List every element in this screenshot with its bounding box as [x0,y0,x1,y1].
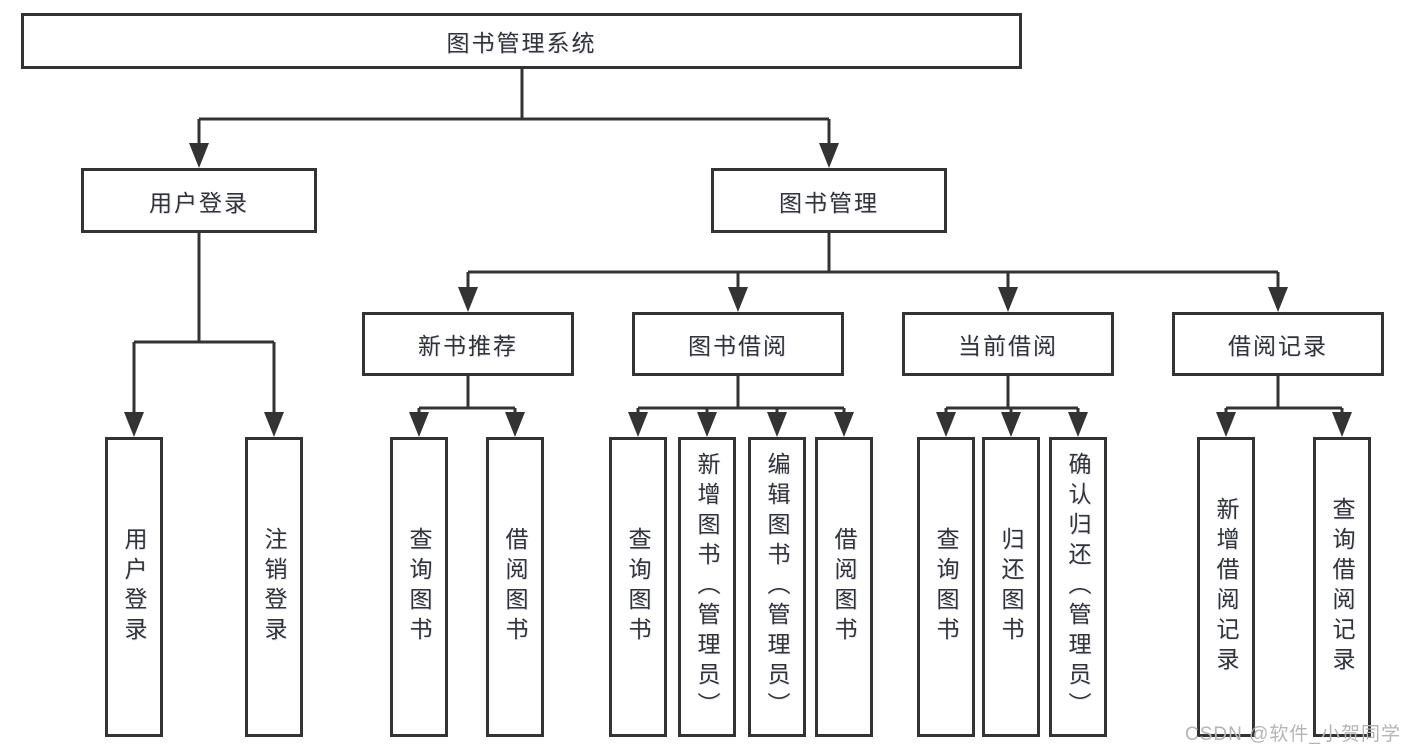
node-label: 图书管理 [779,189,879,216]
arrow-down-icon [628,412,648,437]
node-library-management-system: 图书管理系统 [21,13,1022,69]
arrow-down-icon [1001,412,1021,437]
arrow-down-icon [767,412,787,437]
leaf-edit-books-admin: 编辑图书（管理员） [748,437,806,737]
arrow-down-icon [409,412,429,437]
arrow-down-icon [834,412,854,437]
arrow-down-icon [505,412,525,437]
arrow-down-icon [189,143,209,168]
leaf-label: 归还图书 [998,527,1024,647]
leaf-borrow-books-borrowing: 借阅图书 [815,437,873,737]
node-new-book-recommendation: 新书推荐 [362,312,574,376]
leaf-label: 借阅图书 [831,527,857,647]
leaf-borrow-books-recommend: 借阅图书 [486,437,544,737]
arrow-down-icon [458,287,478,312]
leaf-return-books: 归还图书 [982,437,1040,737]
node-current-borrowing: 当前借阅 [902,312,1114,376]
leaf-query-books-recommend: 查询图书 [390,437,448,737]
leaf-label: 用户登录 [121,527,147,647]
node-book-management: 图书管理 [711,168,947,233]
leaf-add-borrow-record: 新增借阅记录 [1197,437,1255,737]
arrow-down-icon [697,412,717,437]
leaf-label: 查询借阅记录 [1329,497,1355,677]
node-label: 图书借阅 [688,333,788,359]
node-label: 新书推荐 [418,333,518,359]
leaf-query-borrow-record: 查询借阅记录 [1313,437,1371,737]
leaf-label: 新增借阅记录 [1213,497,1239,677]
arrow-down-icon [936,412,956,437]
arrow-down-icon [998,287,1018,312]
leaf-label: 确认归还（管理员） [1065,452,1091,722]
leaf-label: 编辑图书（管理员） [764,452,790,722]
arrow-down-icon [1268,287,1288,312]
leaf-query-books-borrowing: 查询图书 [609,437,667,737]
arrow-down-icon [728,287,748,312]
node-user-login: 用户登录 [81,168,317,233]
leaf-label: 查询图书 [625,527,651,647]
leaf-label: 新增图书（管理员） [694,452,720,722]
arrow-down-icon [264,412,284,437]
node-label: 用户登录 [149,189,249,216]
arrow-down-icon [124,412,144,437]
leaf-label: 查询图书 [933,527,959,647]
arrowheads [124,143,1352,437]
arrow-down-icon [1216,412,1236,437]
node-label: 图书管理系统 [446,30,597,56]
leaf-user-login: 用户登录 [105,437,163,737]
leaf-add-books-admin: 新增图书（管理员） [678,437,736,737]
node-label: 当前借阅 [958,333,1058,359]
arrow-down-icon [1332,412,1352,437]
node-book-borrowing: 图书借阅 [632,312,844,376]
arrow-down-icon [1068,412,1088,437]
leaf-query-books-current: 查询图书 [917,437,975,737]
node-borrowing-records: 借阅记录 [1172,312,1384,376]
arrow-down-icon [819,143,839,168]
leaf-label: 查询图书 [406,527,432,647]
csdn-watermark: CSDN @软件_小贺同学 [1185,724,1401,745]
leaf-label: 借阅图书 [502,527,528,647]
leaf-confirm-return-admin: 确认归还（管理员） [1049,437,1107,737]
leaf-label: 注销登录 [261,527,287,647]
leaf-logout: 注销登录 [245,437,303,737]
node-label: 借阅记录 [1228,333,1328,359]
